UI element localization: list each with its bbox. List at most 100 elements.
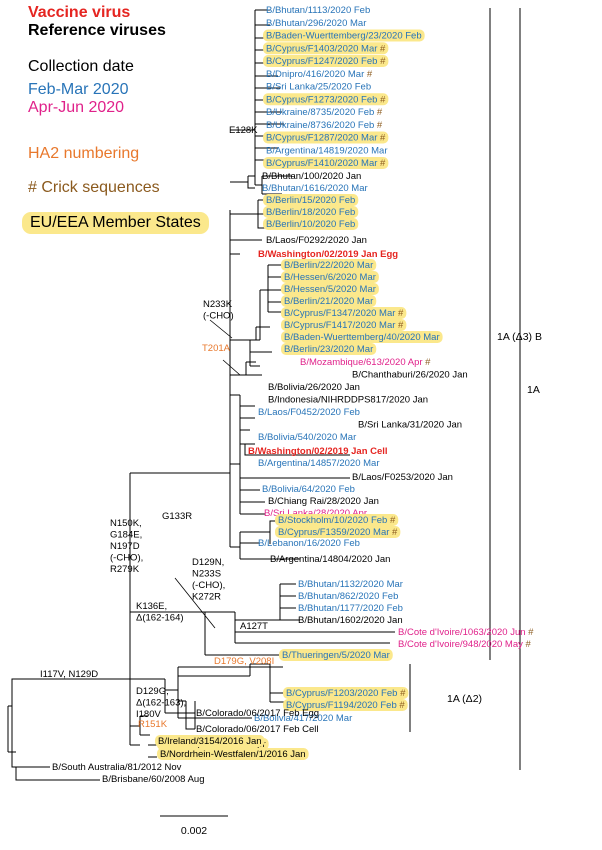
mutation-label: G133R: [162, 511, 192, 522]
legend-ha2-numbering: HA2 numbering: [28, 145, 140, 162]
legend-crick-sequences: # Crick sequences: [28, 179, 160, 196]
tip-label: B/Thueringen/5/2020 Mar: [279, 649, 393, 661]
scale-bar-label: 0.002: [181, 825, 207, 837]
tip-label: B/Cyprus/F1203/2020 Feb #: [283, 687, 409, 699]
eu-highlight: [263, 42, 389, 55]
tip-label-text: B/Bhutan/1113/2020 Feb: [266, 5, 370, 16]
tip-label-text: B/Cyprus/F1203/2020 Feb #: [286, 688, 406, 699]
tip-label-text: B/Cyprus/F1273/2020 Feb #: [266, 94, 386, 105]
tip-label-text: B/Hessen/5/2020 Mar: [284, 284, 376, 295]
tip-label-text: B/Cyprus/F1287/2020 Mar #: [266, 133, 386, 144]
tip-label-text: B/Laos/F0452/2020 Feb: [258, 407, 360, 418]
tip-label: B/Berlin/21/2020 Mar: [281, 295, 377, 307]
tip-label: B/Chanthaburi/26/2020 Jan: [352, 370, 468, 381]
tip-label: B/Bhutan/100/2020 Jan: [262, 171, 361, 182]
tip-label-text: B/Bhutan/100/2020 Jan: [262, 171, 361, 182]
clade-label: 1A (Δ2): [447, 693, 482, 705]
eu-highlight: [263, 194, 359, 206]
tip-label: B/Cyprus/F1194/2020 Feb #: [283, 699, 408, 711]
eu-highlight: [157, 748, 309, 760]
legend-feb-mar: Feb-Mar 2020: [28, 81, 129, 98]
tip-label-text: B/Argentina/14819/2020 Mar: [266, 145, 387, 156]
tip-label-text: B/Sri Lanka/28/2020 Apr: [264, 508, 367, 519]
eu-highlight: [281, 271, 379, 283]
eu-highlight: [281, 343, 377, 355]
tip-label: B/Bhutan/296/2020 Mar: [266, 18, 366, 29]
tip-label-text: B/Sri Lanka/25/2020 Feb: [266, 82, 371, 93]
tip-label: B/Brisbane/60/2008 Aug: [102, 774, 204, 785]
tip-label-text: B/Chanthaburi/26/2020 Jan: [352, 370, 468, 381]
tip-label-text: B/Bolivia/26/2020 Jan: [268, 382, 360, 393]
tip-label: B/Sri Lanka/25/2020 Feb: [266, 82, 371, 93]
tip-label: B/Sri Lanka/28/2020 Apr: [264, 508, 367, 519]
tip-label-text: B/Washington/02/2019 Jan Cell: [248, 446, 388, 457]
eu-highlight: [263, 93, 389, 106]
tip-label-text: B/Sri Lanka/31/2020 Jan: [358, 420, 462, 431]
tip-label: B/Bolivia/417/2020 Mar: [254, 713, 352, 724]
tip-label: B/Bhutan/1602/2020 Jan: [298, 615, 403, 626]
mutation-label: N150K,G184E,N197D(-CHO),R279K: [110, 518, 143, 575]
tip-label-text: B/Washington/02/2019 Jan Egg: [258, 249, 398, 260]
tip-label-text: B/Berlin/10/2020 Feb: [266, 219, 355, 230]
tip-label: B/Cyprus/F1410/2020 Mar #: [263, 157, 389, 169]
eu-highlight: [263, 55, 389, 67]
tip-label-text: B/South Australia/81/2012 Nov: [52, 762, 182, 773]
tip-label: B/Indonesia/NIHRDDPS817/2020 Jan: [268, 395, 428, 406]
tip-label: B/Berlin/15/2020 Feb: [263, 194, 359, 206]
tip-label-text: B/Stockholm/10/2020 Feb #: [278, 515, 396, 526]
eu-highlight: [263, 29, 425, 42]
tip-label: B/Cyprus/F1247/2020 Feb #: [263, 55, 389, 67]
tip-label: B/Cyprus/F1417/2020 Mar #: [281, 319, 407, 331]
eu-highlight: [281, 331, 443, 343]
tree-branches: [7, 9, 395, 781]
tip-label: B/Argentina/14857/2020 Mar: [258, 458, 379, 469]
tip-label: B/Washington/02/2019 Jan Cell: [248, 446, 388, 457]
tip-label: B/Cyprus/F1403/2020 Mar #: [263, 42, 389, 55]
eu-highlight: [281, 283, 379, 295]
mutation-label: R151K: [138, 719, 168, 730]
tip-label-text: B/Argentina/14857/2020 Mar: [258, 458, 379, 469]
tip-label-text: B/Bhutan/1602/2020 Jan: [298, 615, 403, 626]
tip-label: B/Colorado/06/2017 Feb Cell: [196, 724, 319, 735]
tip-label: B/Laos/F0292/2020 Jan: [266, 235, 367, 246]
tip-label-text: B/Cyprus/F1247/2020 Feb #: [266, 56, 386, 67]
clade-label: 1A: [527, 384, 540, 396]
eu-highlight: [281, 295, 377, 307]
clade-label: 1A (Δ3) B: [497, 331, 542, 343]
tip-label: B/Laos/F0253/2020 Jan: [352, 472, 453, 483]
tip-label: B/Bhutan/1177/2020 Feb: [298, 603, 403, 614]
tip-label-text: B/Cyprus/F1347/2020 Mar #: [284, 308, 404, 319]
tip-label-text: B/Bhutan/862/2020 Feb: [298, 591, 398, 602]
tip-label: B/Hessen/6/2020 Mar: [281, 271, 379, 283]
legend-collection-date: Collection date: [28, 58, 134, 75]
tip-label-text: B/Indonesia/NIHRDDPS817/2020 Jan: [268, 395, 428, 406]
tip-label: B/Colorado/06/2017 Feb Egg: [196, 708, 319, 719]
annotation-pointer: [209, 319, 233, 339]
tip-label-text: B/Berlin/18/2020 Feb: [266, 207, 355, 218]
tip-label: B/Bhutan/862/2020 Feb: [298, 591, 398, 602]
tip-label: B/Baden-Wuerttemberg/40/2020 Mar: [281, 331, 443, 343]
tip-label-text: B/Thueringen/5/2020 Mar: [282, 650, 390, 661]
tip-label: B/Ukraine/8735/2020 Feb #: [266, 107, 383, 118]
tip-label: B/Mozambique/613/2020 Apr #: [300, 357, 431, 368]
eu-highlight: [275, 514, 399, 526]
tip-label-text: B/Baden-Wuerttemberg/40/2020 Mar: [284, 332, 440, 343]
tip-label-text: B/Baden-Wuerttemberg/23/2020 Feb: [266, 31, 422, 42]
tip-label: B/Cote d'Ivoire/948/2020 May #: [398, 639, 532, 650]
eu-highlight: [283, 687, 409, 699]
tip-label-text: B/Cyprus/F1359/2020 Mar #: [278, 527, 398, 538]
tip-label-text: B/Lebanon/16/2020 Feb: [258, 538, 360, 549]
tip-label-text: B/Cote d'Ivoire/948/2020 May #: [398, 639, 532, 650]
tip-label: B/Argentina/14804/2020 Jan: [270, 554, 390, 565]
tip-label: B/Cyprus/F1359/2020 Mar #: [275, 526, 401, 538]
tip-label-text: B/Berlin/21/2020 Mar: [284, 296, 373, 307]
tip-label: B/Ukraine/8736/2020 Feb #: [266, 120, 383, 131]
legend-eu-member-states: EU/EEA Member States: [22, 212, 209, 234]
eu-highlight: [263, 157, 389, 169]
tip-label: B/Chiang Rai/28/2020 Jan: [268, 496, 379, 507]
tip-label: B/Berlin/23/2020 Mar: [281, 343, 377, 355]
tip-label: B/Bolivia/540/2020 Mar: [258, 432, 356, 443]
legend-reference-viruses: Reference viruses: [28, 22, 166, 39]
tip-label: B/South Australia/81/2012 Nov: [52, 762, 182, 773]
tip-label-text: B/Bhutan/1616/2020 Mar: [262, 183, 368, 194]
